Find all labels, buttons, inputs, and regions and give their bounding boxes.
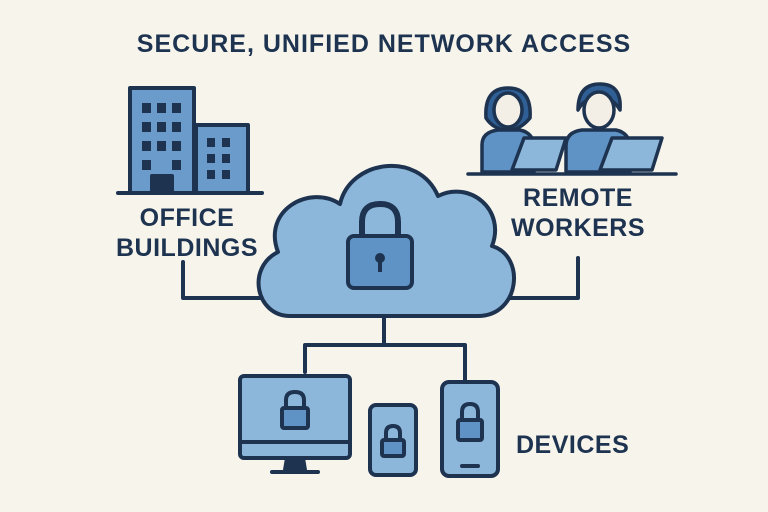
cloud-lock-icon [256,163,516,318]
phone-icon [368,403,418,477]
office-label-line2: BUILDINGS [116,234,258,262]
office-buildings-icon [116,86,264,195]
remote-label-line2: WORKERS [510,214,646,242]
remote-workers-label: REMOTE WORKERS [498,183,658,243]
office-label-line1: OFFICE [139,204,235,232]
office-buildings-label: OFFICE BUILDINGS [112,203,262,263]
connector-office [181,260,272,300]
diagram-title: SECURE, UNIFIED NETWORK ACCESS [136,30,632,58]
connector-remote [498,256,580,300]
connector-devices-branch [303,343,467,382]
remote-workers-icon [466,82,678,176]
remote-label-line1: REMOTE [523,184,633,212]
devices-label: DEVICES [516,431,630,459]
tablet-icon [440,380,500,478]
monitor-icon [238,374,352,474]
